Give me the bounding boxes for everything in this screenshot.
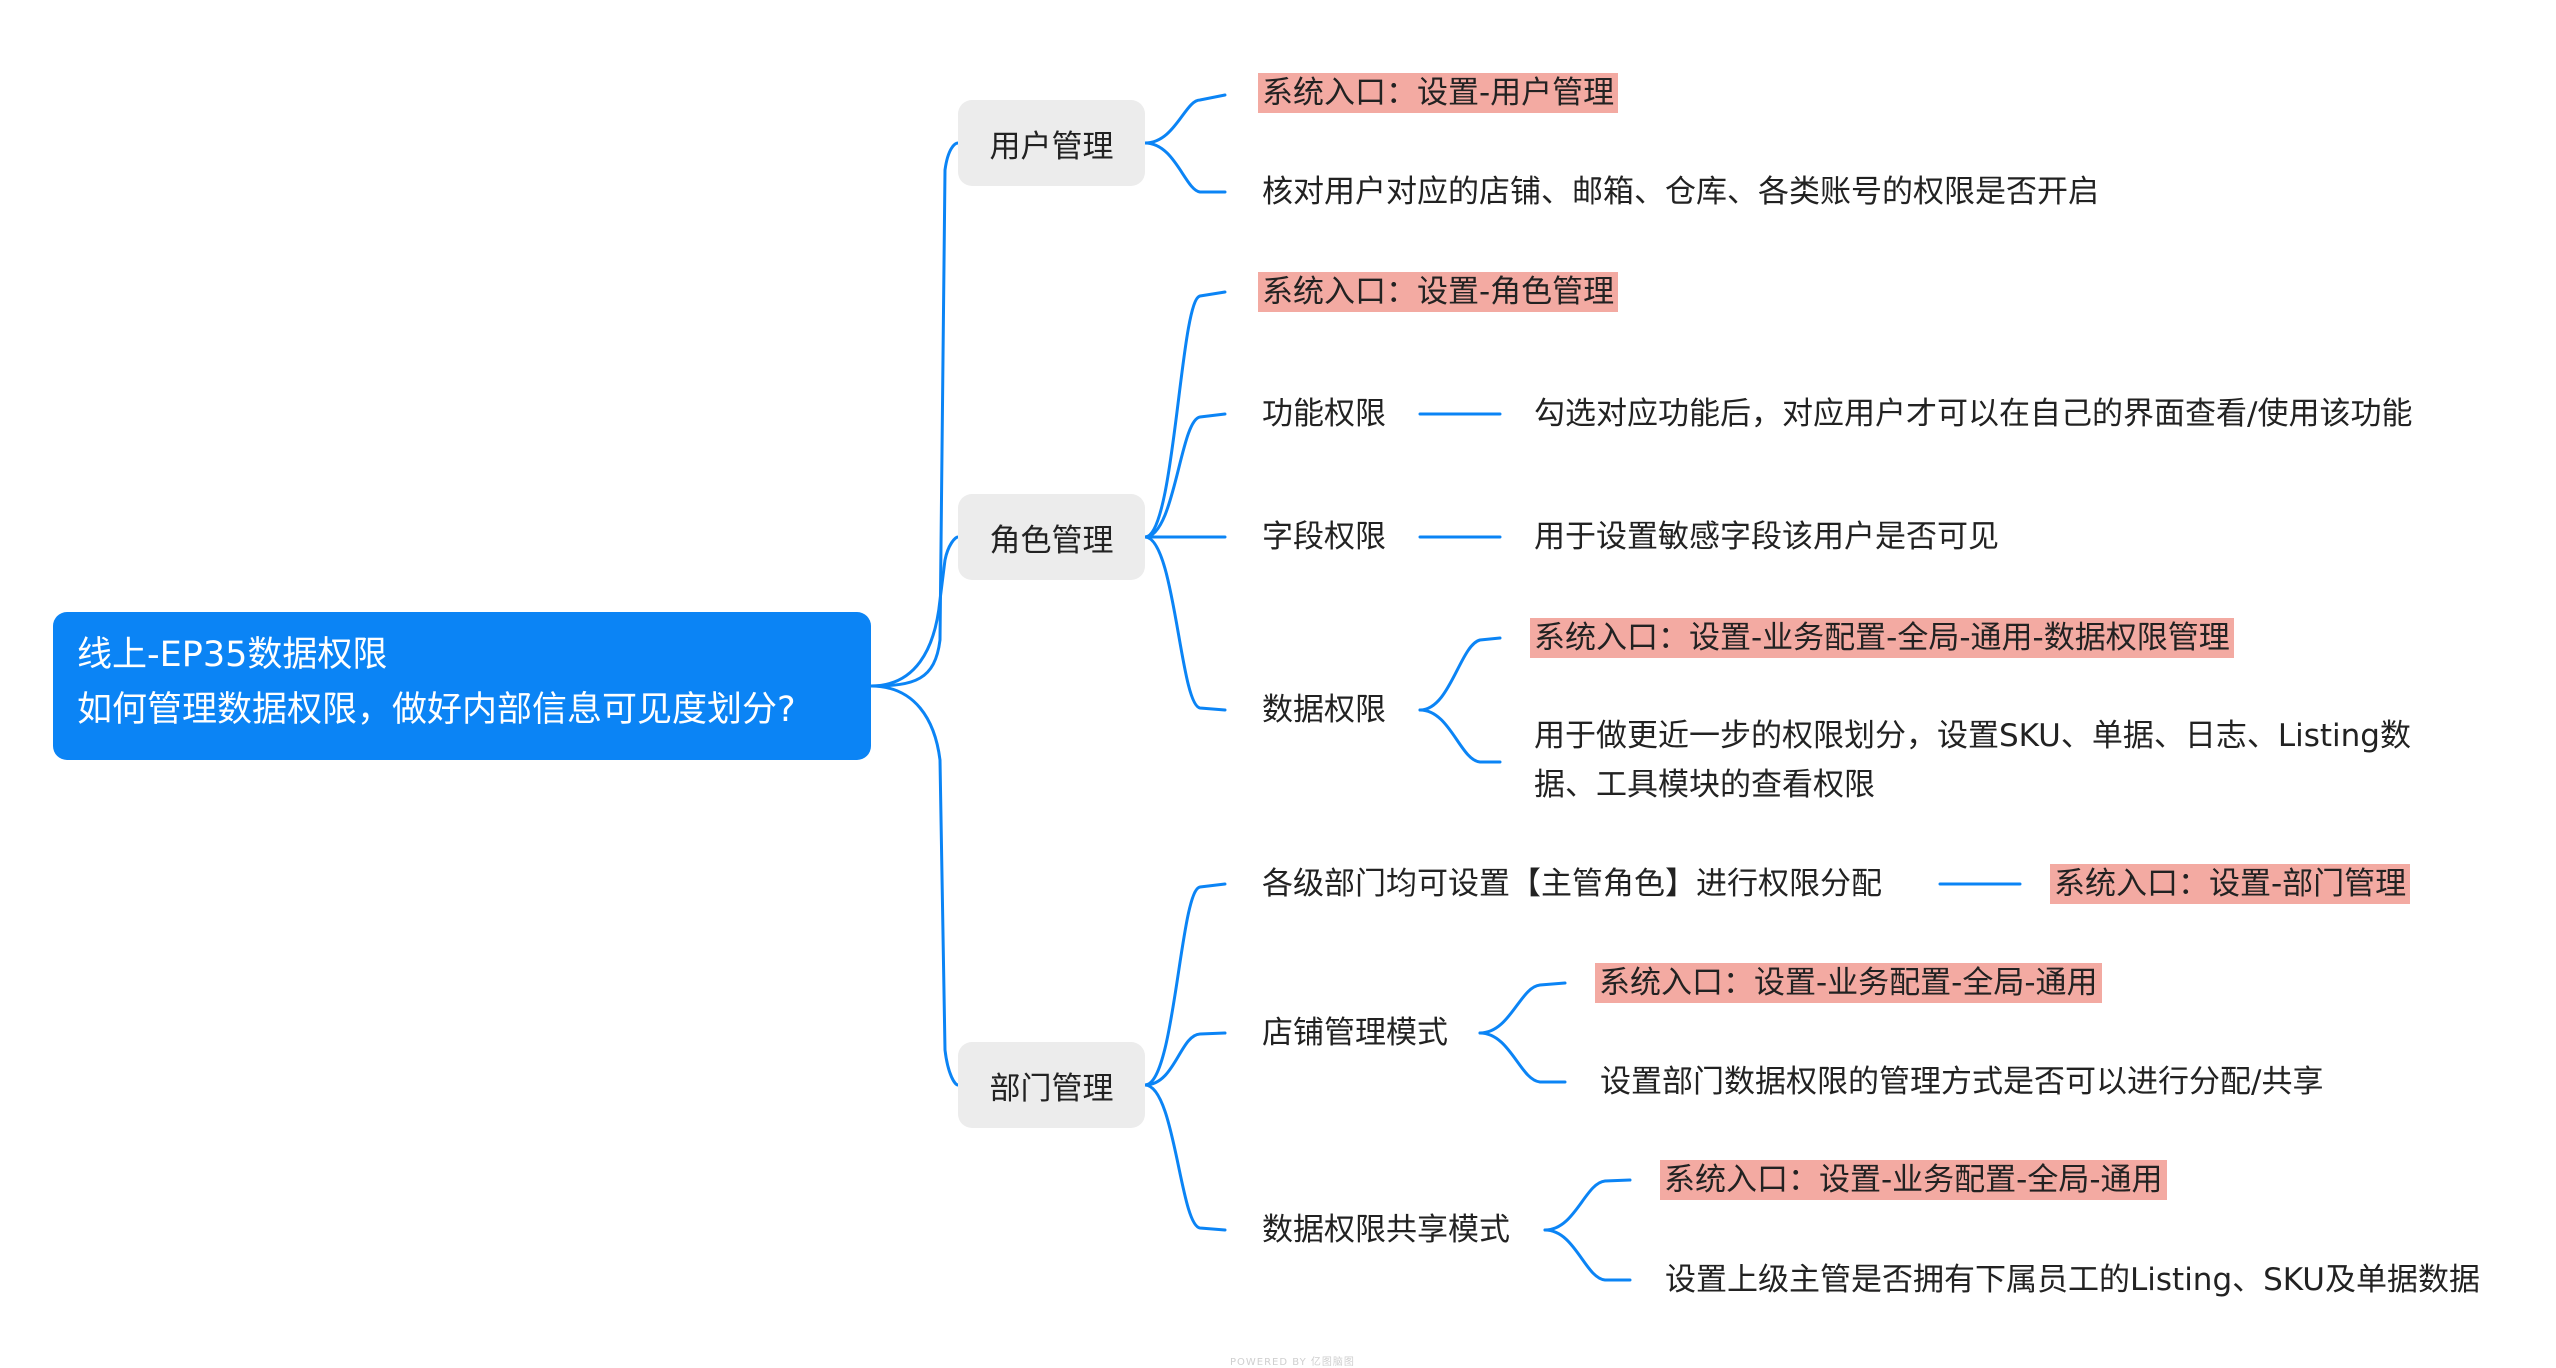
branch-label: 部门管理 — [989, 1070, 1114, 1107]
dept-store-desc[interactable]: 设置部门数据权限的管理方式是否可以进行分配/共享 — [1600, 1064, 2324, 1100]
watermark-footer: POWERED BY 亿图脑图 — [1230, 1357, 1355, 1368]
branch-label: 用户管理 — [989, 128, 1114, 165]
branch-role-management[interactable]: 角色管理 — [958, 494, 1145, 580]
role-data-node[interactable]: 数据权限 — [1262, 692, 1386, 728]
branch-user-management[interactable]: 用户管理 — [958, 100, 1145, 186]
dept-manager-entry-highlight: 系统入口：设置-部门管理 — [2050, 864, 2411, 904]
user-desc-node[interactable]: 核对用户对应的店铺、邮箱、仓库、各类账号的权限是否开启 — [1262, 174, 2099, 210]
user-entry-highlight: 系统入口：设置-用户管理 — [1258, 73, 1619, 113]
role-entry-highlight: 系统入口：设置-角色管理 — [1258, 272, 1619, 312]
role-func-node[interactable]: 功能权限 — [1262, 396, 1386, 432]
dept-store-node[interactable]: 店铺管理模式 — [1262, 1015, 1448, 1051]
role-data-desc[interactable]: 用于做更近一步的权限划分，设置SKU、单据、日志、Listing数据、工具模块的… — [1534, 718, 2411, 803]
role-func-desc[interactable]: 勾选对应功能后，对应用户才可以在自己的界面查看/使用该功能 — [1534, 396, 2413, 432]
root-topic[interactable]: 线上-EP35数据权限 如何管理数据权限，做好内部信息可见度划分? — [53, 612, 871, 760]
dept-share-entry-node[interactable]: 系统入口：设置-业务配置-全局-通用 — [1660, 1159, 2167, 1201]
dept-store-entry-node[interactable]: 系统入口：设置-业务配置-全局-通用 — [1595, 962, 2102, 1004]
dept-share-desc[interactable]: 设置上级主管是否拥有下属员工的Listing、SKU及单据数据 — [1665, 1262, 2480, 1298]
role-entry-node[interactable]: 系统入口：设置-角色管理 — [1258, 271, 1619, 313]
branch-label: 角色管理 — [989, 522, 1114, 559]
dept-store-entry-highlight: 系统入口：设置-业务配置-全局-通用 — [1595, 963, 2102, 1003]
dept-share-entry-highlight: 系统入口：设置-业务配置-全局-通用 — [1660, 1160, 2167, 1200]
dept-manager-entry-node[interactable]: 系统入口：设置-部门管理 — [2050, 863, 2411, 905]
role-field-node[interactable]: 字段权限 — [1262, 519, 1386, 555]
root-subtitle: 如何管理数据权限，做好内部信息可见度划分? — [77, 690, 796, 730]
dept-manager-node[interactable]: 各级部门均可设置【主管角色】进行权限分配 — [1262, 866, 1882, 902]
root-title: 线上-EP35数据权限 — [77, 635, 388, 675]
role-data-entry-highlight: 系统入口：设置-业务配置-全局-通用-数据权限管理 — [1530, 618, 2234, 658]
dept-share-node[interactable]: 数据权限共享模式 — [1262, 1212, 1510, 1248]
role-data-entry-node[interactable]: 系统入口：设置-业务配置-全局-通用-数据权限管理 — [1530, 617, 2234, 659]
user-entry-node[interactable]: 系统入口：设置-用户管理 — [1258, 72, 1619, 114]
branch-dept-management[interactable]: 部门管理 — [958, 1042, 1145, 1128]
role-field-desc[interactable]: 用于设置敏感字段该用户是否可见 — [1534, 519, 1999, 555]
